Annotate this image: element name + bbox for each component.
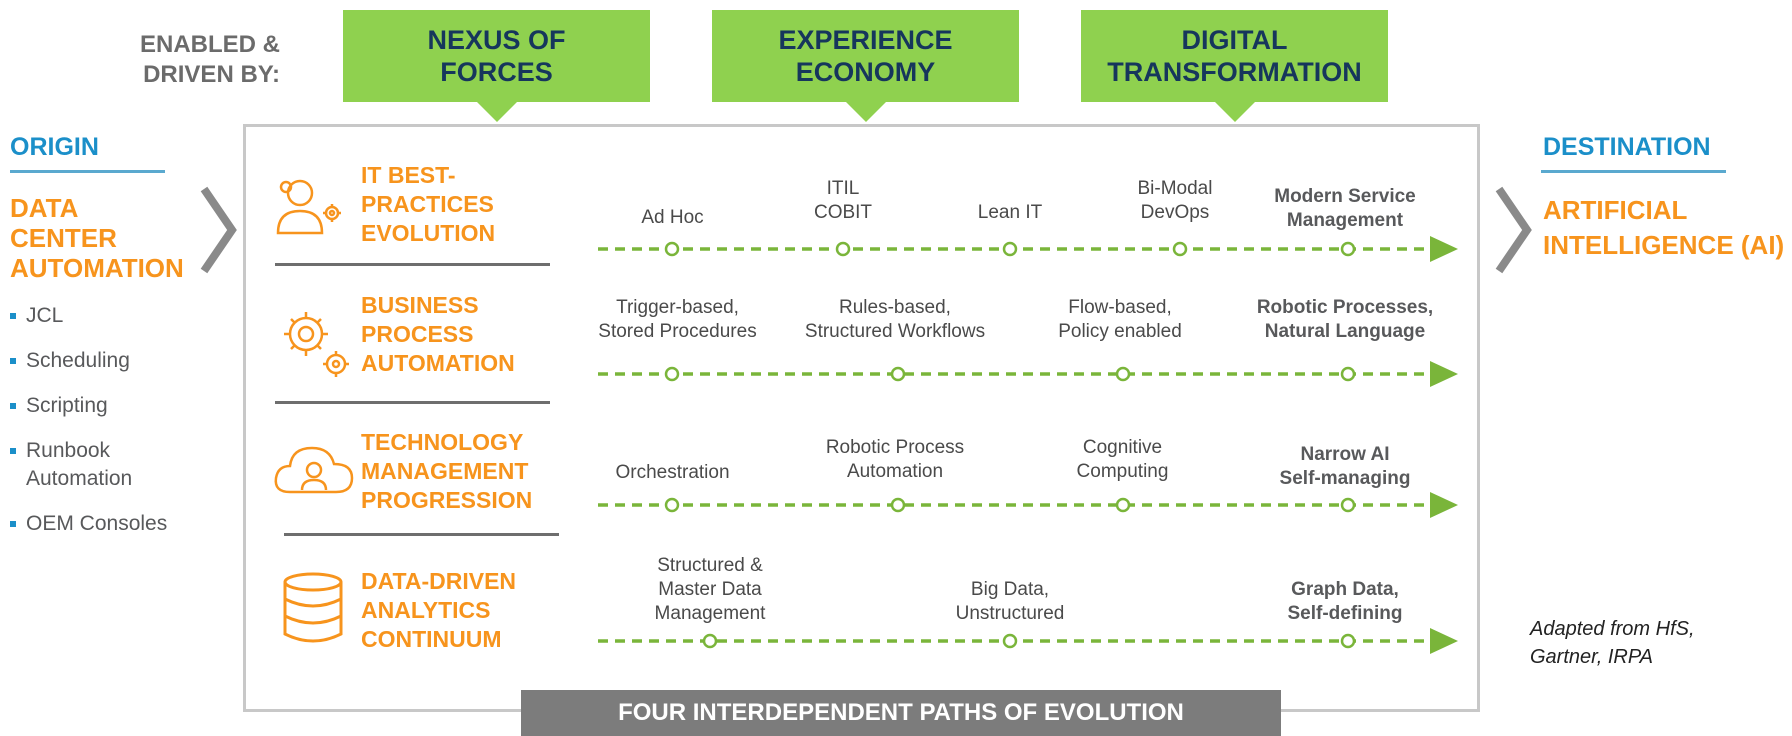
path-divider — [284, 533, 559, 536]
cloud-person-icon — [274, 446, 354, 494]
arrowhead-icon — [1430, 361, 1458, 387]
path-step: Lean IT — [977, 202, 1043, 223]
footer-banner: FOUR INTERDEPENDENT PATHS OF EVOLUTION — [521, 690, 1281, 736]
timeline-node — [1115, 366, 1131, 382]
path-step: Flow-based, Policy enabled — [1058, 297, 1182, 342]
path-step: Structured & Master Data Management — [654, 555, 766, 624]
path-step: ITIL COBIT — [813, 178, 873, 223]
origin-heading: ORIGIN — [10, 133, 99, 161]
destination-heading: DESTINATION — [1543, 133, 1711, 161]
chevron-right-icon — [1495, 186, 1532, 274]
origin-rule — [10, 170, 165, 173]
timeline-node — [890, 366, 906, 382]
arrowhead-icon — [1430, 492, 1458, 518]
path-step: Robotic Process Automation — [825, 437, 965, 482]
path-step: Trigger-based, Stored Procedures — [598, 297, 757, 342]
database-icon — [283, 572, 343, 643]
path-step: Rules-based, Structured Workflows — [804, 297, 986, 342]
path-title-it-best-practices: IT BEST- PRACTICES EVOLUTION — [361, 162, 496, 246]
list-item: Runbook Automation — [10, 437, 167, 493]
path-step-destination: Modern Service Management — [1274, 186, 1416, 231]
path-title-business-process: BUSINESS PROCESS AUTOMATION — [361, 292, 515, 376]
destination-rule — [1541, 170, 1726, 173]
timeline-node — [1115, 497, 1131, 513]
path-title-data-driven-analytics: DATA-DRIVEN ANALYTICS CONTINUUM — [361, 568, 517, 652]
timeline-node — [1172, 241, 1188, 257]
destination-title: ARTIFICIAL INTELLIGENCE (AI) — [1543, 195, 1785, 260]
timeline-node — [702, 633, 718, 649]
timeline-node — [1340, 633, 1356, 649]
path-step: Bi-Modal DevOps — [1137, 178, 1213, 223]
chevron-right-icon — [200, 186, 237, 274]
path-step: Big Data, Unstructured — [955, 579, 1065, 624]
force-nexus-of-forces: NEXUS OF FORCES — [343, 10, 650, 122]
timeline-node — [1340, 366, 1356, 382]
timeline-node — [890, 497, 906, 513]
enabled-driven-label: ENABLED & DRIVEN BY: — [139, 31, 280, 88]
path-step: Orchestration — [615, 462, 730, 483]
path-divider — [275, 401, 550, 404]
list-item: JCL — [10, 302, 167, 330]
arrowhead-icon — [1430, 236, 1458, 262]
gears-icon — [284, 312, 349, 377]
timeline-node — [835, 241, 851, 257]
source-note: Adapted from HfS, Gartner, IRPA — [1530, 618, 1695, 668]
timeline-node — [664, 241, 680, 257]
timeline-node — [1340, 497, 1356, 513]
origin-title: DATA CENTER AUTOMATION — [10, 193, 184, 283]
timeline-node — [1002, 241, 1018, 257]
timeline-node — [664, 497, 680, 513]
path-step: Cognitive Computing — [1076, 437, 1169, 482]
path-step: Ad Hoc — [641, 207, 704, 228]
origin-list: JCL Scheduling Scripting Runbook Automat… — [10, 302, 167, 555]
path-step-destination: Graph Data, Self-defining — [1287, 579, 1403, 624]
arrowhead-icon — [1430, 628, 1458, 654]
list-item: Scheduling — [10, 347, 167, 375]
list-item: OEM Consoles — [10, 510, 167, 538]
timeline-node — [1340, 241, 1356, 257]
force-digital-transformation: DIGITAL TRANSFORMATION — [1081, 10, 1388, 122]
path-step-destination: Narrow AI Self-managing — [1279, 444, 1411, 489]
path-step-destination: Robotic Processes, Natural Language — [1256, 297, 1434, 342]
list-item: Scripting — [10, 392, 167, 420]
timeline-node — [664, 366, 680, 382]
force-experience-economy: EXPERIENCE ECONOMY — [712, 10, 1019, 122]
person-gears-icon — [276, 179, 341, 235]
path-divider — [275, 263, 550, 266]
path-title-technology-management: TECHNOLOGY MANAGEMENT PROGRESSION — [361, 429, 533, 513]
timeline-node — [1002, 633, 1018, 649]
